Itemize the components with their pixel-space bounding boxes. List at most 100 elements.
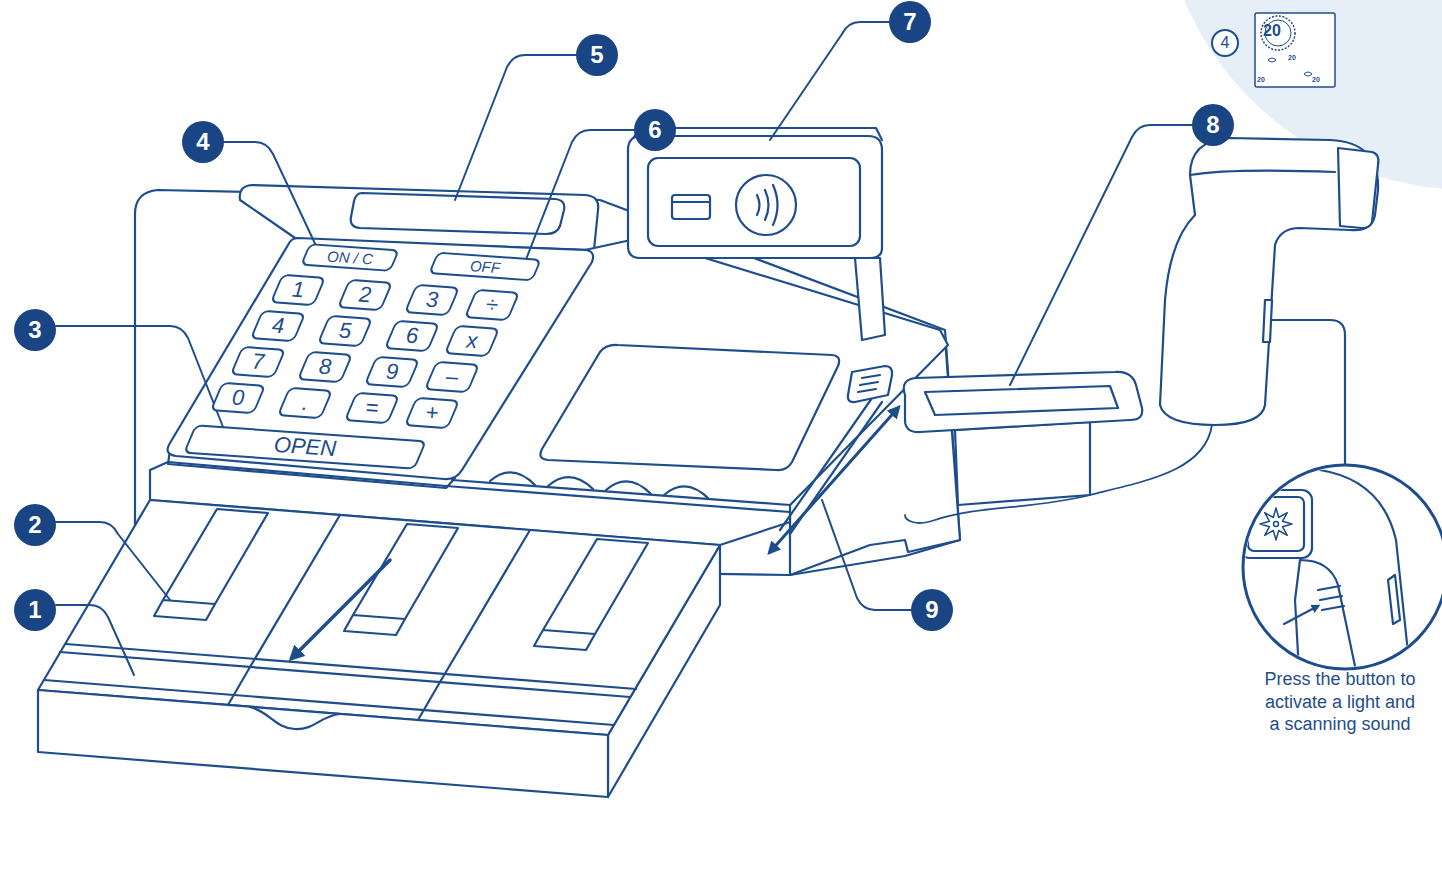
slide-arrow (770, 408, 898, 552)
key-cap (345, 393, 399, 423)
key-label: = (345, 392, 399, 424)
keypad-key: 9 (365, 356, 419, 388)
key-cap (184, 425, 425, 468)
denomination-text: 20 (1288, 54, 1296, 61)
key-label: 0 (211, 382, 265, 414)
callout-circle (14, 504, 56, 546)
key-label: x (445, 325, 499, 357)
keypad-key: 0 (211, 382, 265, 414)
drawer-front-wall (38, 690, 608, 797)
scanner-tray (904, 372, 1143, 432)
leader-line (822, 500, 911, 610)
key-cap (465, 290, 519, 320)
key-label: 8 (298, 351, 352, 383)
tray-pedestal (955, 422, 1090, 505)
card-reader (628, 136, 882, 258)
callout-circle (576, 34, 618, 76)
key-label: 3 (405, 284, 459, 316)
keypad-key: OFF (429, 252, 540, 281)
keypad-key: + (405, 397, 459, 429)
callout-number: 2 (14, 504, 56, 546)
keypad-key: x (445, 325, 499, 357)
keypad-key: 5 (318, 315, 372, 347)
contactless-waves (757, 185, 778, 225)
card-icon (672, 195, 710, 219)
key-cap (278, 388, 332, 418)
scanner-cable (905, 425, 1212, 523)
scanner-band (1190, 171, 1335, 175)
drawer-pull-arrow (292, 560, 390, 658)
key-cap (301, 244, 398, 271)
key-label: OFF (429, 252, 540, 281)
leader-line (525, 130, 634, 262)
key-label: + (405, 397, 459, 429)
key-cap (429, 252, 540, 280)
tray-well (925, 386, 1118, 415)
key-cap (385, 321, 439, 351)
callout-number-outline: 4 (1211, 29, 1239, 57)
leader-line (770, 22, 889, 140)
key-label: ON / C (301, 243, 398, 271)
keypad-key: OPEN (184, 425, 425, 470)
key-cap (271, 275, 325, 305)
key-cap (251, 311, 305, 341)
callout-number: 5 (576, 34, 618, 76)
keypad-key: 7 (231, 346, 285, 378)
scanner-closeup-window (1248, 497, 1304, 551)
key-label: – (425, 361, 479, 393)
drawer-handle-notch (250, 707, 340, 729)
keypad-key: 1 (271, 274, 325, 306)
drawer-divider (228, 667, 440, 720)
banknote-thumbnail: 20202020 (1254, 12, 1336, 88)
note-clip (154, 509, 268, 620)
drawer-divider (250, 515, 530, 682)
callout-circle (911, 589, 953, 631)
callout-text: 6 (634, 109, 676, 151)
leader-line (56, 326, 225, 432)
callout-number: 1 (14, 589, 56, 631)
scanner-closeup-head (1240, 490, 1312, 558)
key-label: 6 (385, 320, 439, 352)
key-cap (338, 280, 392, 310)
keypad-key: 3 (405, 284, 459, 316)
callout-number: 4 (182, 121, 224, 163)
keypad-key: 2 (338, 279, 392, 311)
keypad-key: ÷ (465, 289, 519, 321)
leader-line (1010, 125, 1192, 385)
callout-circle (1192, 104, 1234, 146)
closeup-side-button (1388, 575, 1400, 624)
key-cap (211, 383, 265, 413)
key-cap (365, 357, 419, 387)
drawer-rim-line (44, 680, 614, 725)
key-cap (445, 326, 499, 356)
scanner-window (1338, 148, 1378, 228)
callout-circle (14, 589, 56, 631)
display-screen (351, 193, 565, 234)
callout-number: 7 (889, 1, 931, 43)
callout-number: 3 (14, 309, 56, 351)
key-cap (318, 316, 372, 346)
scanner-side-button (1263, 300, 1272, 342)
keypad-slab (168, 238, 594, 479)
key-cap (231, 347, 285, 377)
keypad-key: 8 (298, 351, 352, 383)
card-reader-face (648, 158, 860, 246)
key-label: ÷ (465, 289, 519, 321)
callout-text: 9 (911, 589, 953, 631)
keypad-key: . (278, 387, 332, 419)
card-icon-stripe (672, 201, 710, 203)
denomination-text: 20 (1257, 76, 1265, 83)
callout-text: 5 (576, 34, 618, 76)
trigger-grooves (1318, 586, 1344, 610)
callout-number: 6 (634, 109, 676, 151)
callout-circle (14, 309, 56, 351)
key-label: 7 (231, 346, 285, 378)
contactless-icon (736, 175, 796, 235)
callout-number: 8 (1192, 104, 1234, 146)
light-star-center (1274, 522, 1279, 527)
leader-line (224, 142, 318, 250)
key-label: 2 (338, 279, 392, 311)
callout-ring (1212, 30, 1238, 56)
callout-number: 9 (911, 589, 953, 631)
key-label: 4 (251, 310, 305, 342)
